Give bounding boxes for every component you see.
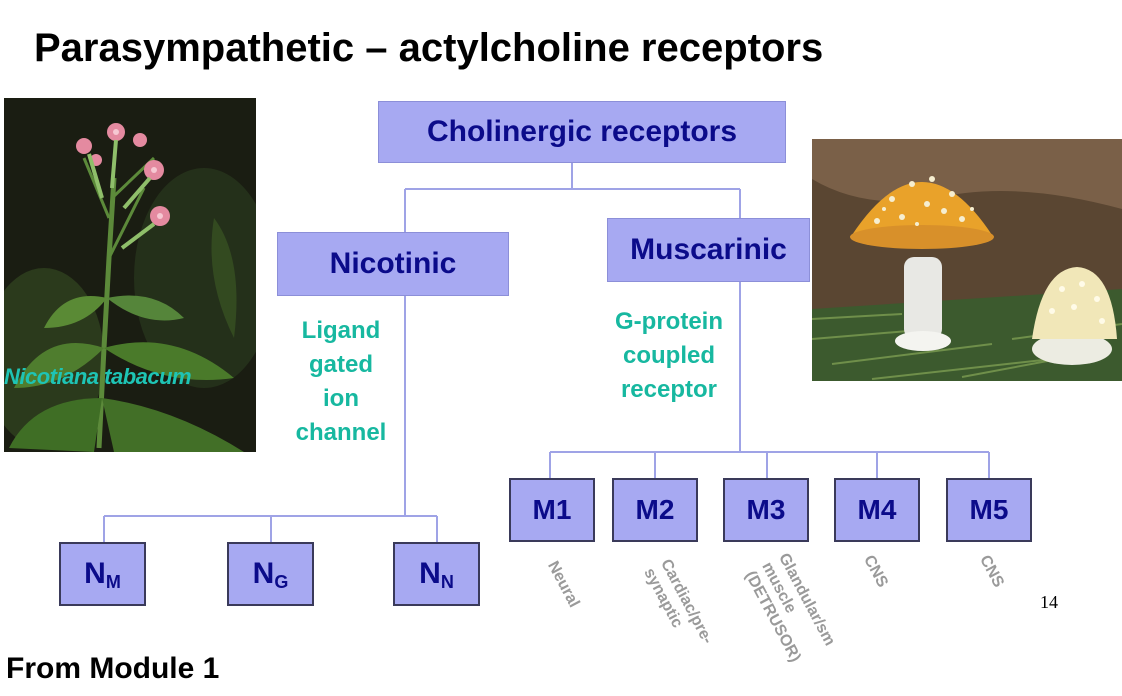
m1-label: M1 [532,494,572,525]
m2-label: M2 [635,494,675,525]
m5-label: M5 [969,494,1009,525]
nn-main: N [419,557,441,590]
muscarinic-subtype-m4-box: M4 [834,478,920,542]
species-caption: Nicotiana tabacum [4,364,192,389]
nn-sub: N [440,571,454,592]
nicotinic-label: Nicotinic [329,247,457,280]
nicotinic-description: Ligand gated ion channel [295,317,387,446]
muscarinic-subtype-m2-box: M2 [612,478,698,542]
footer-note: From Module 1 [6,652,220,685]
muscarinic-subtype-m5-box: M5 [946,478,1032,542]
slide-title: Parasympathetic – actylcholine receptors [34,26,824,70]
page-number: 14 [1040,592,1058,612]
muscarinic-subtype-m3-box: M3 [723,478,809,542]
muscarinic-description: G-protein coupled receptor [615,308,723,403]
muscarinic-label: Muscarinic [630,233,787,266]
nm-sub: M [105,571,121,592]
amanita-mushroom-photo [812,139,1122,381]
nm-main: N [84,557,106,590]
cholinergic-receptors-label: Cholinergic receptors [426,115,738,148]
muscarinic-box: Muscarinic [607,218,810,282]
cholinergic-receptors-box: Cholinergic receptors [378,101,786,163]
nicotiana-photo [4,98,256,452]
m3-label: M3 [746,494,786,525]
ng-main: N [252,557,275,590]
ng-sub: G [274,571,289,592]
m4-label: M4 [857,494,897,525]
nicotinic-box: Nicotinic [277,232,509,296]
muscarinic-subtype-m1-box: M1 [509,478,595,542]
